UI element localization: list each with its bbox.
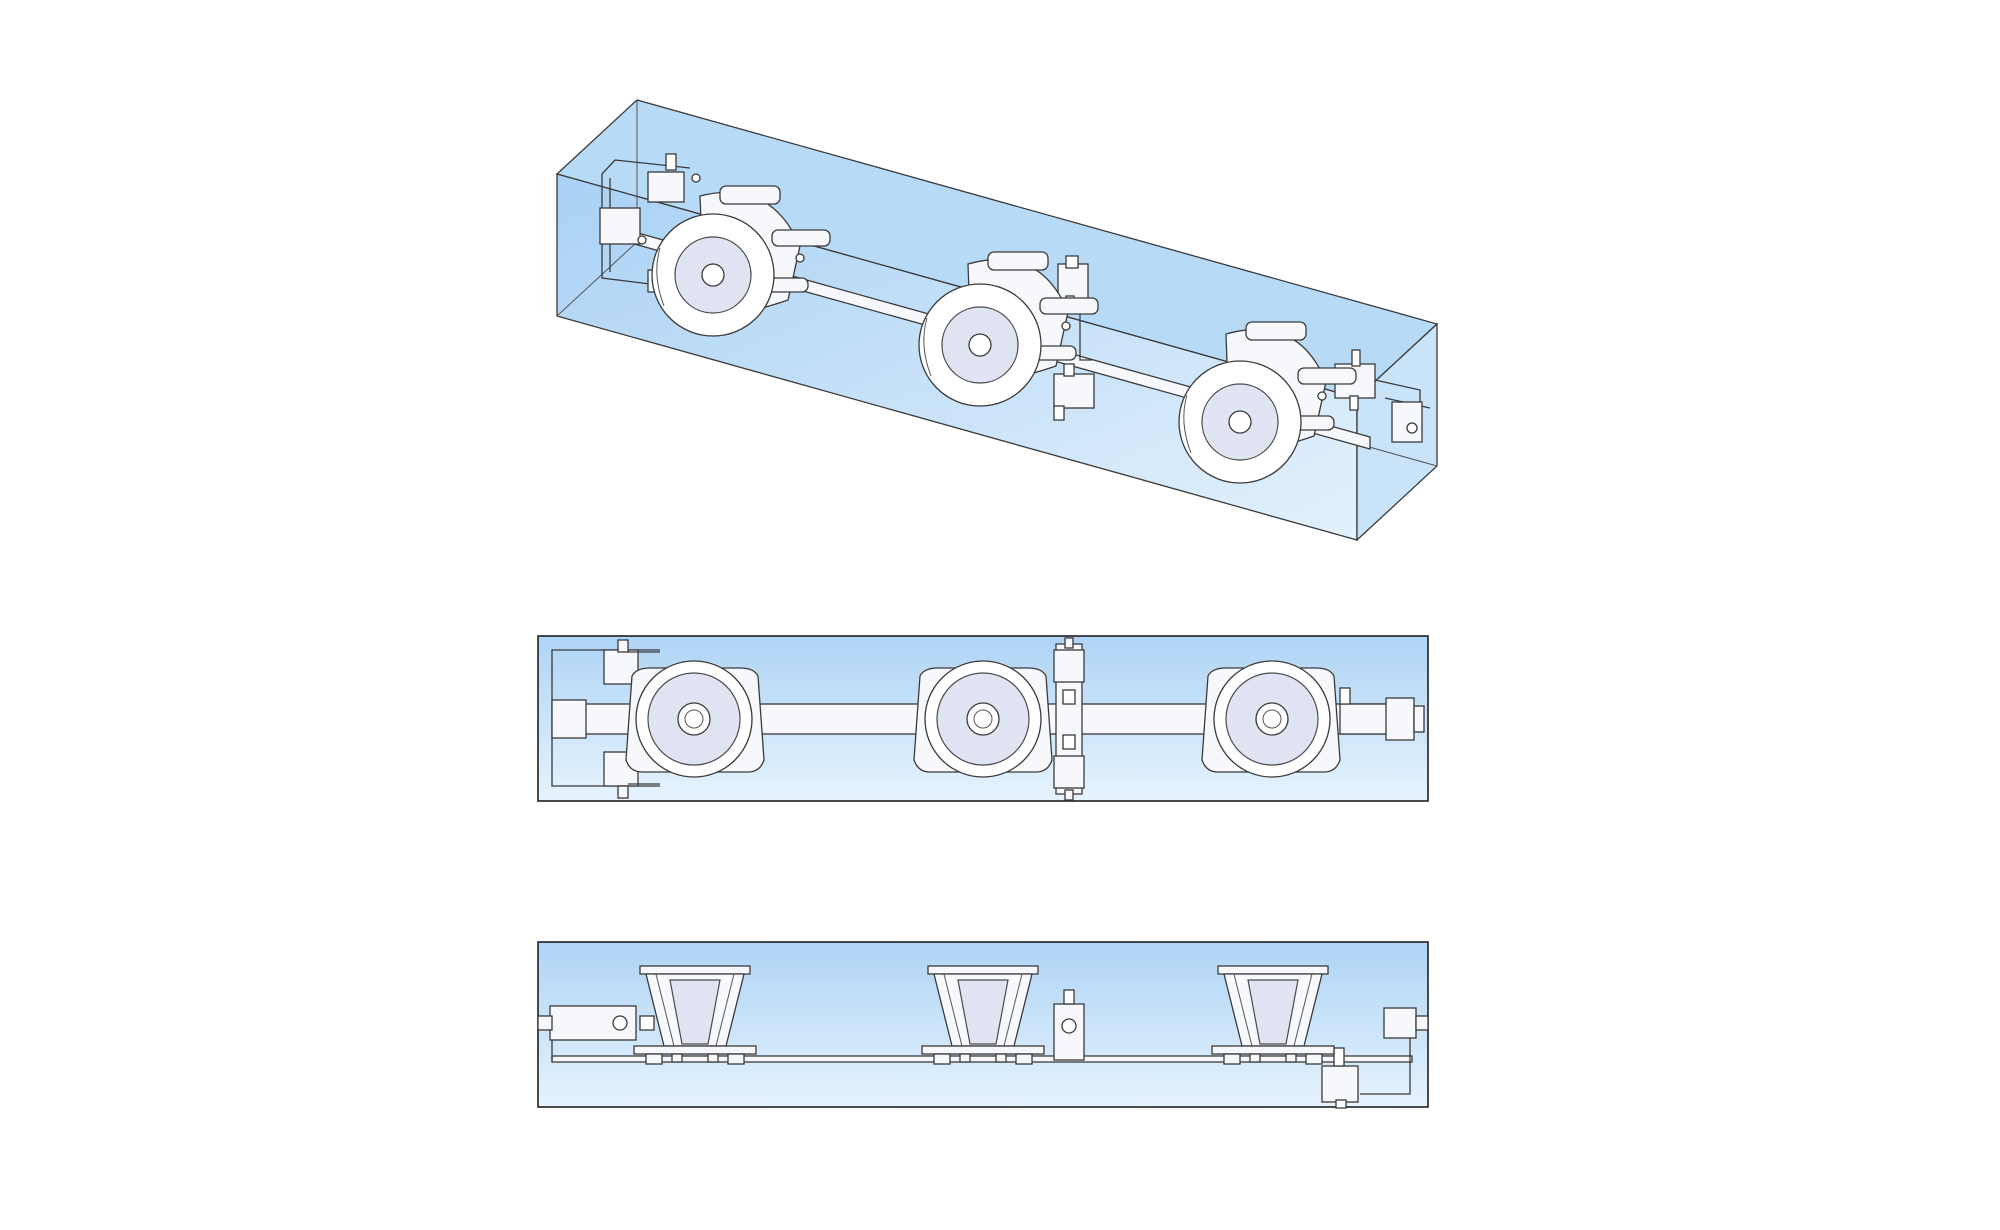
front-pot-1	[633, 965, 757, 1065]
iso-pot-1	[651, 185, 831, 337]
front-view	[537, 941, 1429, 1109]
front-center-bracket	[1053, 989, 1085, 1061]
top-center-bracket	[1053, 637, 1085, 801]
top-view	[537, 635, 1429, 802]
top-pot-1	[625, 660, 765, 778]
iso-pot-3	[1178, 321, 1357, 484]
iso-pot-2	[918, 251, 1099, 407]
front-pot-3	[1211, 965, 1335, 1065]
front-right-bracket	[1321, 1007, 1429, 1109]
top-right-bracket	[1339, 687, 1425, 741]
top-pot-3	[1201, 660, 1341, 778]
isometric-view	[555, 99, 1439, 542]
front-left-bracket	[537, 1005, 655, 1062]
front-pot-2	[921, 965, 1045, 1065]
top-left-bracket	[551, 639, 660, 799]
top-pot-2	[913, 660, 1053, 778]
